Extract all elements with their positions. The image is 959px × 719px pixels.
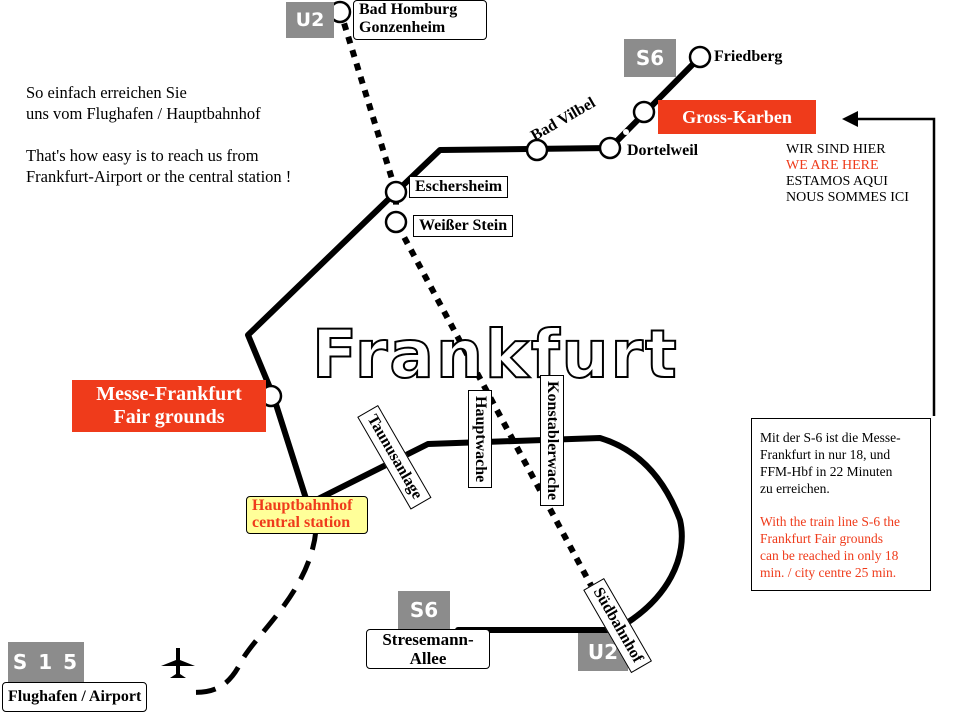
station-bad-homburg: Bad Homburg Gonzenheim	[353, 0, 487, 40]
station-circle-friedberg	[688, 45, 712, 69]
city-tunnel-line	[313, 435, 685, 633]
station-circle-gross-karben-2	[623, 129, 629, 135]
info-de-4: zu erreichen.	[760, 481, 830, 496]
intro-de-line-2: uns vom Flughafen / Hauptbahnhof	[26, 104, 261, 123]
station-messe-line-1: Messe-Frankfurt	[96, 383, 242, 405]
station-bad-homburg-line-2: Gonzenheim	[359, 19, 446, 36]
station-bad-homburg-line-1: Bad Homburg	[359, 1, 458, 18]
station-circle-eschersheim	[384, 180, 408, 204]
info-box: Mit der S-6 ist die Messe- Frankfurt in …	[751, 418, 931, 591]
info-de-3: FFM-Hbf in 22 Minuten	[760, 464, 893, 479]
station-circle-dortelweil	[598, 136, 622, 160]
we-are-here-es: ESTAMOS AQUI	[786, 174, 888, 189]
we-are-here-fr: NOUS SOMMES ICI	[786, 190, 909, 205]
station-gross-karben: Gross-Karben	[658, 100, 816, 134]
intro-en-line-2: Frankfurt-Airport or the central station…	[26, 167, 292, 186]
intro-text: So einfach erreichen Sie uns vom Flughaf…	[26, 82, 291, 187]
station-hauptwache: Hauptwache	[468, 390, 492, 489]
info-en-3: can be reached in only 18	[760, 548, 899, 563]
info-de-2: Frankfurt in nur 18, und	[760, 447, 891, 462]
u2-line	[337, 9, 618, 632]
intro-de-line-1: So einfach erreichen Sie	[26, 83, 187, 102]
info-de-1: Mit der S-6 ist die Messe-	[760, 430, 901, 445]
info-en-2: Frankfurt Fair grounds	[760, 531, 883, 546]
station-airport: Flughafen / Airport	[2, 682, 148, 712]
info-en-1: With the train line S-6 the	[760, 514, 901, 529]
line-label-s15: S 1 5	[8, 642, 84, 682]
intro-en-line-1: That's how easy is to reach us from	[26, 146, 259, 165]
station-stresemann-line-2: Allee	[409, 649, 447, 668]
station-circle-bad-vilbel	[525, 138, 549, 162]
city-title: Frankfurt	[311, 316, 679, 393]
station-hauptbahnhof-line-2: central station	[252, 514, 351, 531]
pointer-line	[848, 117, 936, 416]
line-label-u2-top: U2	[286, 2, 334, 38]
arrow-icon	[842, 111, 858, 127]
s15-line	[184, 529, 319, 695]
station-eschersheim: Eschersheim	[409, 176, 509, 198]
station-hauptbahnhof-line-1: Hauptbahnhof	[252, 497, 353, 514]
we-are-here-block: WIR SIND HIER WE ARE HERE ESTAMOS AQUI N…	[786, 142, 909, 206]
line-label-s6-bottom: S6	[398, 591, 450, 629]
station-circle-weisser-stein	[384, 210, 408, 234]
station-stresemann-allee: Stresemann- Allee	[366, 629, 490, 669]
station-stresemann-line-1: Stresemann-	[382, 630, 474, 649]
station-dortelweil: Dortelweil	[627, 142, 699, 159]
we-are-here-en: WE ARE HERE	[786, 158, 879, 173]
station-weisser-stein: Weißer Stein	[413, 215, 514, 237]
airplane-icon	[161, 648, 195, 678]
station-friedberg: Friedberg	[714, 48, 783, 65]
station-hauptbahnhof: Hauptbahnhof central station	[246, 496, 368, 534]
station-konstablerwache: Konstablerwache	[540, 375, 564, 507]
station-circle-gross-karben-1	[632, 100, 656, 124]
station-messe: Messe-Frankfurt Fair grounds	[72, 380, 266, 432]
info-en-4: min. / city centre 25 min.	[760, 565, 897, 580]
line-label-s6-top: S6	[624, 39, 676, 77]
we-are-here-de: WIR SIND HIER	[786, 142, 886, 157]
station-messe-line-2: Fair grounds	[113, 406, 225, 428]
